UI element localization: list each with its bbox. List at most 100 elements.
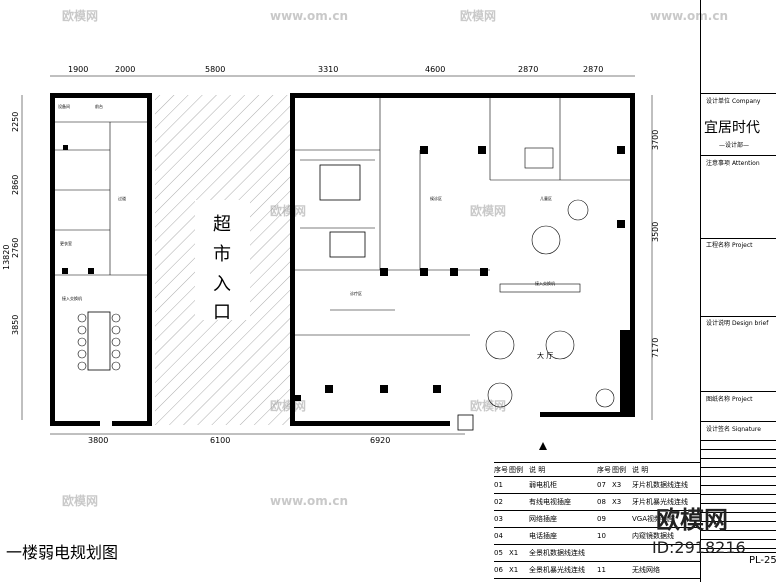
legend-header-cell: 序号 [597,465,611,474]
legend-cell-no: 03 [494,515,503,523]
legend-cell-desc2: 内窥镜数据线 [632,532,674,540]
signature-label: 设计签名 [706,426,731,433]
watermark-text: 欧模网 [460,8,496,23]
dim-label: 2870 [518,65,538,74]
left-wing-plan: 设备间 前台 过道 更衣室 接入交换机 [50,93,152,426]
dimension-top: 1900 2000 5800 3310 4600 2870 2870 [50,65,635,77]
legend-cell-no: 05 [494,549,503,557]
legend-cell-desc: 网络插座 [529,515,557,523]
svg-text:接入交换机: 接入交换机 [535,280,555,286]
design-unit-label: 设计单位 [706,98,731,105]
dim-label: 5800 [205,65,225,74]
entrance-char: 超 [213,214,231,235]
dim-label: 3700 [651,130,660,150]
company-name: 宜居时代 [704,120,760,136]
dim-label: 6920 [370,436,390,445]
dim-label: 2760 [11,238,20,258]
dimension-bottom: 3800 6100 6920 [50,433,465,445]
right-wing-plan: 诊疗区 候诊区 儿童区 接入交换机 大 厅 [290,93,635,450]
legend-cell-desc: 电话插座 [529,532,557,540]
legend-cell-no: 02 [494,498,503,506]
watermark-text: 欧模网 [470,398,506,413]
legend-cell-desc2: 牙片机暴光线连线 [632,498,688,506]
watermark-text: www.om.cn [270,9,348,23]
svg-text:儿童区: 儿童区 [540,195,552,201]
legend-header-cell: 说 明 [529,465,546,474]
entrance-char: 口 [213,302,231,323]
hall-label: 大 厅 [537,351,553,360]
dim-label: 2000 [115,65,135,74]
legend-cell-no2: 07 [597,481,606,489]
svg-text:更衣室: 更衣室 [60,240,72,246]
drawing-number: PL-25 [749,555,776,566]
svg-text:候诊区: 候诊区 [430,195,442,201]
dim-label: 3850 [11,315,20,335]
watermark-id: ID:2918216 [652,538,746,557]
project-label: 工程名称 [706,242,731,249]
legend-header-cell: 图例 [612,465,626,474]
entrance-char: 入 [213,274,231,295]
legend-header: 序号 图例 说 明 序号 图例 说 明 [494,462,700,477]
legend-row: 02 有线电视插座 08 X3 牙片机暴光线连线 [494,494,700,511]
watermark-text: 欧模网 [62,493,98,508]
legend-cell-desc: 弱电机柜 [529,481,557,489]
dim-label: 2250 [11,112,20,132]
title-block: 设计单位 Company 宜居时代 —设计部— 注意事项 Attention 工… [700,0,776,582]
svg-text:设备间: 设备间 [58,103,70,109]
dim-label: 3500 [651,222,660,242]
watermark-text: 欧模网 [62,8,98,23]
legend-cell-no2: 08 [597,498,606,506]
dim-label: 6100 [210,436,230,445]
design-brief-en: Design brief [731,320,769,327]
design-unit-en: Company [731,98,761,105]
drawing-name-en: Project [731,396,753,403]
legend-cell-desc: 有线电视插座 [529,498,571,506]
design-brief-label: 设计说明 [706,320,731,327]
department: —设计部— [719,142,750,149]
signature-en: Signature [731,426,761,433]
legend-header-cell: 图例 [509,465,523,474]
dim-label: 7170 [651,338,660,358]
attention-en: Attention [731,160,760,167]
legend-cell-no2: 10 [597,532,606,540]
dim-label: 4600 [425,65,445,74]
legend-header-cell: 序号 [494,465,508,474]
dim-label: 1900 [68,65,88,74]
drawing-name-label: 图纸名称 [706,396,731,403]
svg-text:诊疗区: 诊疗区 [350,290,362,296]
svg-text:接入交换机: 接入交换机 [62,295,82,301]
watermark-text: 欧模网 [470,203,506,218]
dim-label: 3310 [318,65,338,74]
svg-text:前台: 前台 [95,103,103,109]
legend-cell-desc2: 无线网络 [632,566,660,574]
legend-cell-no: 06 [494,566,503,574]
dim-label: 3800 [88,436,108,445]
sheet-title: 一楼弱电规划图 [6,543,119,562]
dim-label: 13820 [2,245,11,270]
legend-cell-no: 01 [494,481,503,489]
legend-cell-no2: 09 [597,515,606,523]
legend-row: 01 弱电机柜 07 X3 牙片机数据线连线 [494,477,700,494]
legend-cell-no: 04 [494,532,503,540]
watermark-text: www.om.cn [270,494,348,508]
attention-label: 注意事项 [706,160,731,167]
watermark-logo-text: 欧模网 [656,506,728,534]
legend-cell-sym: X1 [509,566,519,574]
watermark-text: www.om.cn [650,9,728,23]
legend-cell-desc: 全景机暴光线连线 [529,566,585,574]
legend-cell-desc2: VGA视频插座 [632,515,676,523]
legend-cell-desc2: 牙片机数据线连线 [632,481,688,489]
legend-cell-desc: 全景机数据线连线 [529,549,585,557]
dim-label: 2860 [11,175,20,195]
dim-label: 2870 [583,65,603,74]
supermarket-entrance: 超 市 入 口 [155,95,290,425]
entrance-char: 市 [213,244,231,265]
dimension-right: 3700 3500 7170 [651,95,660,420]
legend-cell-sym2: X3 [612,481,622,489]
dimension-left: 2250 2860 13820 2760 3850 [2,95,23,420]
legend-cell-sym2: X3 [612,498,622,506]
